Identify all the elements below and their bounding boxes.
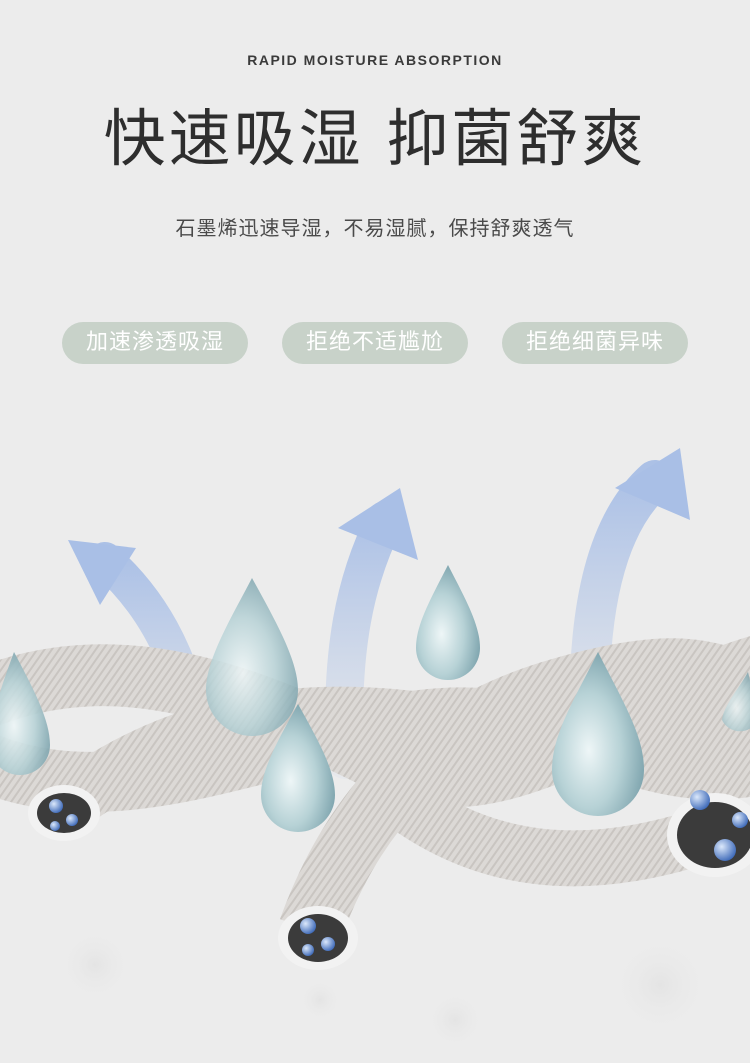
bubble-icon bbox=[690, 790, 710, 810]
soft-sphere bbox=[425, 990, 485, 1050]
water-droplet-icon bbox=[722, 672, 750, 732]
fiber-tube-icon bbox=[0, 636, 750, 942]
soft-sphere bbox=[298, 978, 342, 1022]
water-droplet-icon bbox=[206, 578, 298, 736]
bubble-icon bbox=[50, 821, 60, 831]
fiber-tube-opening bbox=[278, 906, 358, 970]
tag-accelerate-absorption: 加速渗透吸湿 bbox=[62, 322, 248, 364]
tag-no-bacteria-odor: 拒绝细菌异味 bbox=[502, 322, 688, 364]
subtitle-english: RAPID MOISTURE ABSORPTION bbox=[247, 52, 503, 68]
water-droplet-icon bbox=[0, 652, 50, 775]
feature-tags: 加速渗透吸湿 拒绝不适尴尬 拒绝细菌异味 bbox=[0, 322, 750, 364]
soft-sphere bbox=[608, 933, 712, 1037]
fiber-tube-opening bbox=[28, 785, 100, 841]
bubble-icon bbox=[321, 937, 335, 951]
fiber-tube-opening bbox=[667, 790, 750, 877]
page-title: 快速吸湿 抑菌舒爽 bbox=[103, 102, 647, 175]
bubble-icon bbox=[66, 814, 78, 826]
bubble-icon bbox=[49, 799, 63, 813]
water-droplet-icon bbox=[552, 652, 644, 816]
tag-no-discomfort: 拒绝不适尴尬 bbox=[282, 322, 468, 364]
water-droplet-icon bbox=[261, 704, 335, 832]
bubble-icon bbox=[302, 944, 314, 956]
bubble-icon bbox=[732, 812, 748, 828]
soft-sphere bbox=[57, 927, 133, 1003]
bubble-icon bbox=[300, 918, 316, 934]
description: 石墨烯迅速导湿，不易湿腻，保持舒爽透气 bbox=[175, 216, 575, 240]
moisture-fiber-illustration bbox=[0, 448, 750, 1050]
bubble-icon bbox=[714, 839, 736, 861]
water-droplet-icon bbox=[416, 565, 480, 680]
